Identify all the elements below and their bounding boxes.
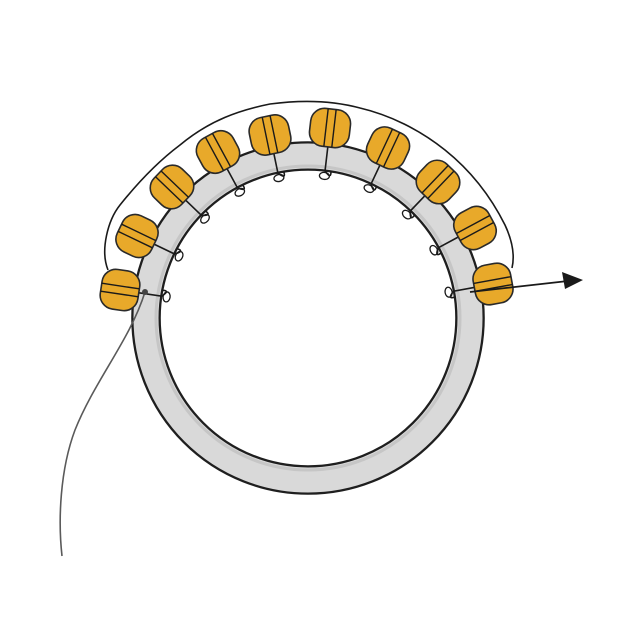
exit-thread-arrow — [469, 272, 583, 293]
outer-thread-path — [104, 100, 514, 271]
stitch-loop-10 — [444, 286, 453, 298]
stitch-10 — [449, 283, 494, 299]
ring-band — [131, 141, 485, 495]
stitch-9 — [436, 227, 476, 256]
thread-stitches — [119, 127, 494, 303]
bead-1 — [99, 268, 141, 312]
bead-4 — [195, 129, 241, 175]
stitch-loop-3 — [200, 213, 210, 224]
bead-row — [99, 107, 514, 312]
bead-3 — [149, 164, 195, 210]
bead-7 — [365, 126, 411, 170]
stitch-loop-2 — [174, 250, 184, 262]
stitch-1 — [119, 289, 168, 298]
stitch-loop-7 — [363, 184, 375, 194]
arrow-right-icon — [562, 272, 583, 289]
bead-8 — [415, 159, 461, 205]
bead-2 — [115, 213, 159, 259]
bead-9 — [452, 205, 498, 251]
tail-thread — [59, 291, 146, 557]
stitch-loop-9 — [429, 244, 439, 256]
stitch-loop-8 — [401, 209, 412, 220]
stitch-loop-4 — [234, 187, 246, 197]
stitch-7 — [370, 147, 389, 191]
thread-knot — [142, 289, 148, 295]
bead-5 — [248, 114, 292, 156]
stitch-loop-6 — [318, 171, 331, 181]
bead-6 — [308, 107, 352, 149]
stitch-loop-1 — [162, 291, 171, 303]
stitch-loop-5 — [273, 173, 285, 183]
